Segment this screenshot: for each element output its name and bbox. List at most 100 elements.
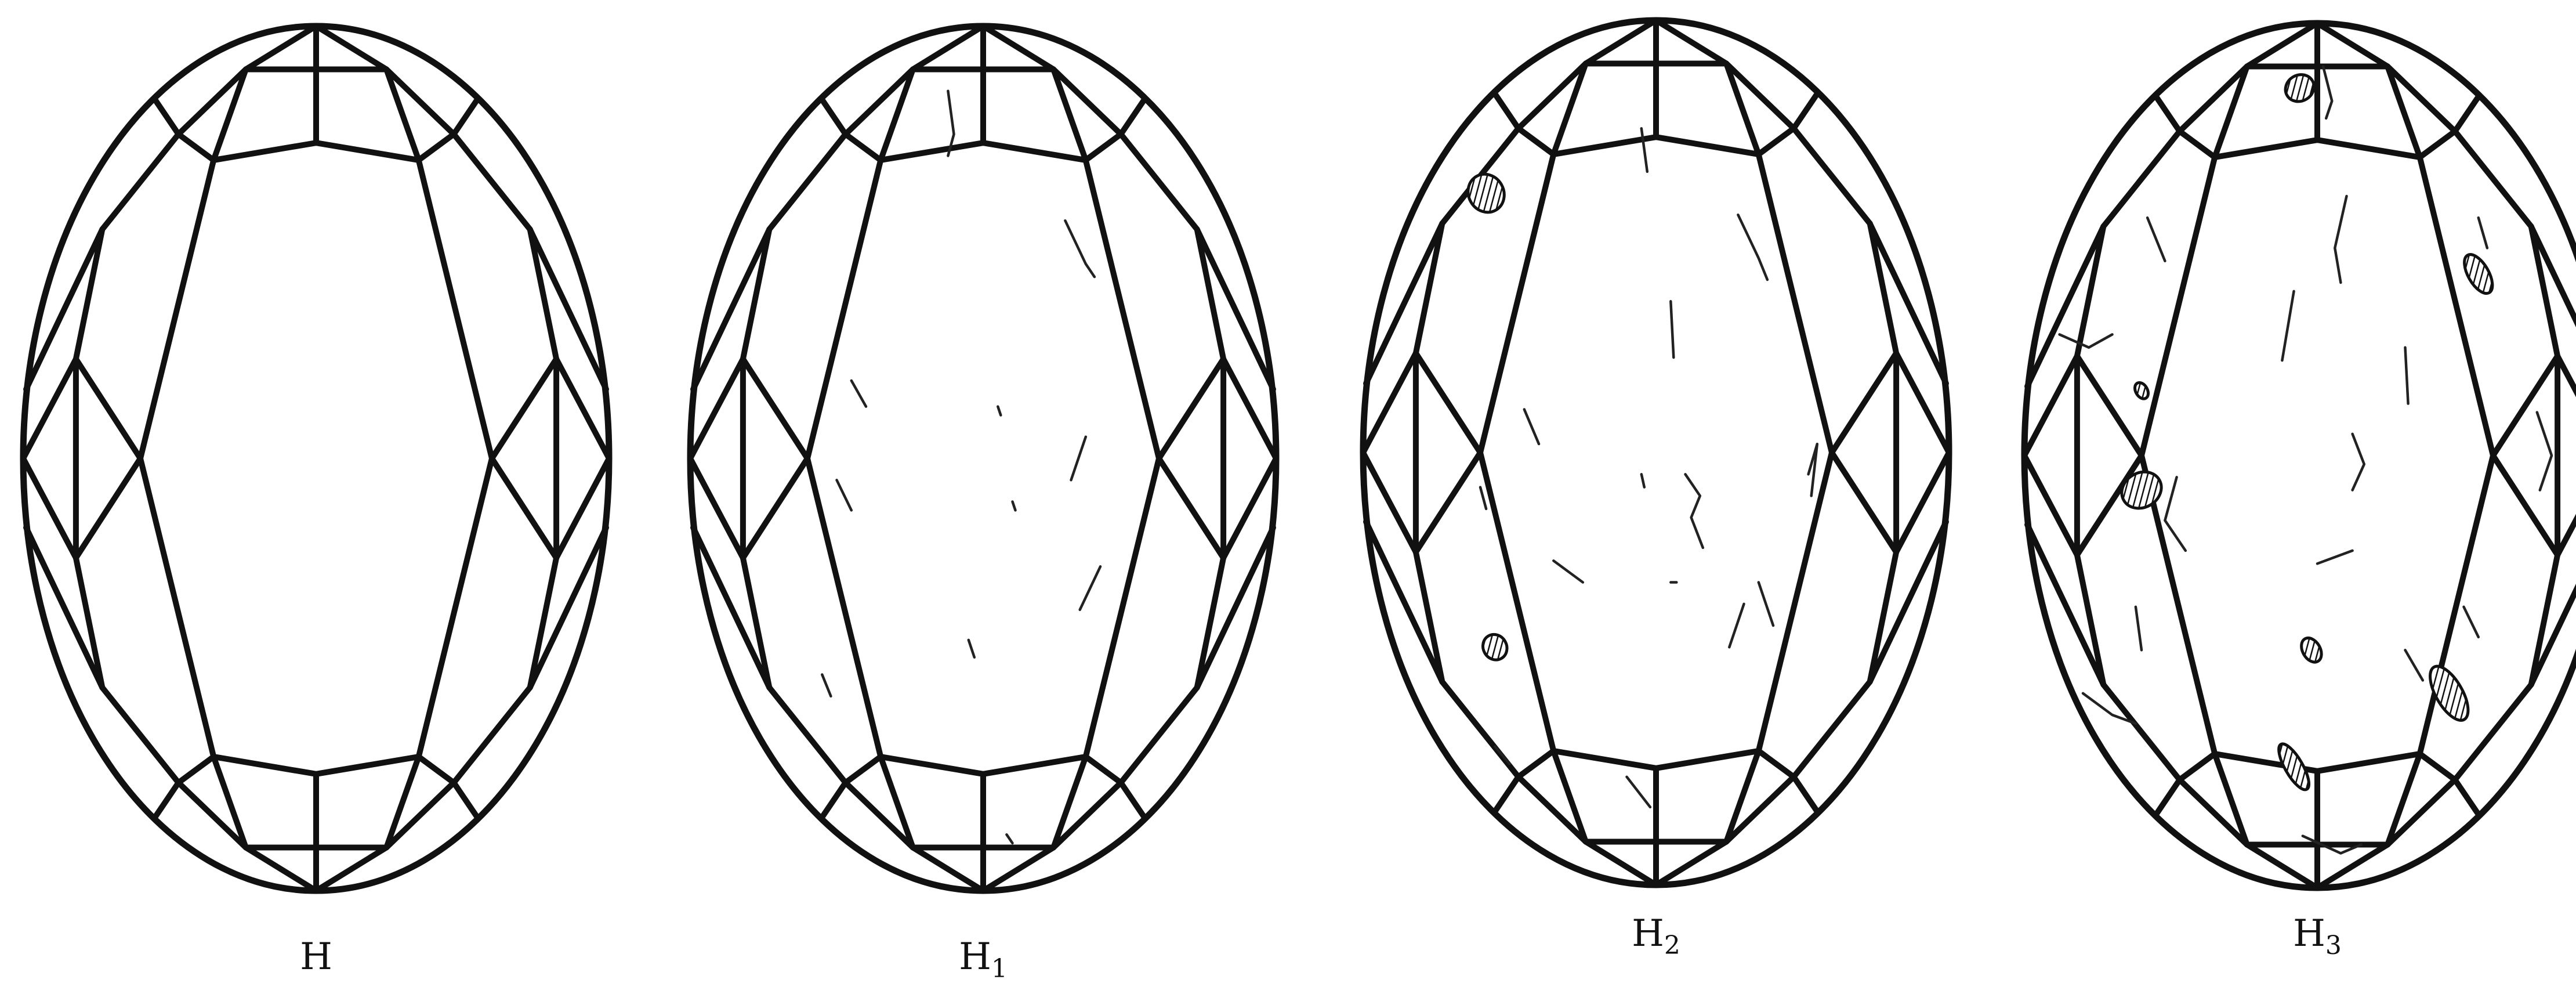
facet-line [1829, 350, 1900, 456]
inclusion-mark [1669, 300, 1675, 359]
facet-line [242, 844, 319, 894]
inclusion-blob [2300, 636, 2323, 664]
girdle-outline [20, 23, 613, 894]
facet-line [527, 555, 560, 691]
facet-line [415, 754, 457, 786]
facet-line [1156, 456, 1227, 561]
facet-line [1550, 748, 1589, 845]
facet-line [2452, 128, 2534, 230]
facet-line [842, 754, 884, 786]
facet-line [2452, 681, 2534, 783]
gem-panel-1: H1 [687, 23, 1280, 983]
facet-line [2452, 776, 2481, 818]
panel-label-subscript: 3 [2325, 931, 2342, 960]
facet-line [1050, 754, 1089, 851]
inclusion-blob [1481, 633, 1509, 662]
inclusion-mark [1737, 213, 1769, 281]
facet-line [1791, 91, 1820, 132]
facet-line [383, 779, 457, 851]
facet-line [313, 844, 390, 894]
facet-line [1723, 60, 1762, 157]
inclusion-mark [967, 638, 976, 659]
girdle-outline [687, 23, 1280, 894]
facet-line [2074, 223, 2107, 359]
inclusion-mark [2351, 432, 2366, 492]
facet-line [2100, 681, 2183, 783]
facet-line [2024, 522, 2107, 688]
facet-line [451, 96, 480, 138]
facet-line [1723, 774, 1797, 845]
facet-line [1867, 519, 1949, 685]
panel-label: H [300, 935, 332, 978]
facet-line [211, 754, 249, 851]
facet-line [99, 131, 182, 233]
facet-line [2314, 20, 2391, 70]
inclusion-mark [1807, 442, 1819, 497]
facet-line [2416, 128, 2458, 160]
inclusion-mark [2334, 194, 2348, 284]
facet-line [2452, 93, 2481, 135]
facet-line [451, 779, 480, 821]
facet-line [175, 779, 249, 851]
facet-line [766, 131, 849, 233]
facet-line [1050, 66, 1089, 163]
facet-line [1867, 221, 1900, 356]
facet-line [2153, 93, 2183, 135]
inclusion-mark [2404, 346, 2410, 405]
inclusion-mark [2321, 65, 2334, 120]
inclusion-blob [2133, 381, 2150, 400]
facet-line [1582, 839, 1659, 888]
inclusion-mark [1640, 127, 1649, 174]
inclusion-mark [1523, 408, 1541, 446]
facet-line [2074, 552, 2107, 688]
facet-line [819, 779, 849, 821]
facet-line [1412, 221, 1445, 356]
facet-line [2021, 453, 2080, 558]
inclusion-mark [821, 673, 832, 698]
facet-line [1118, 131, 1200, 233]
facet-line [175, 131, 217, 163]
facet-line [910, 23, 986, 73]
panel-label: H1 [959, 935, 1008, 983]
facet-line [2385, 776, 2458, 848]
gem-panel-0: H [20, 23, 613, 978]
table-facet [1477, 134, 1835, 771]
inclusion-mark [1728, 602, 1745, 649]
facet-line [2176, 776, 2250, 848]
inclusion-mark [2081, 692, 2137, 725]
facet-line [1363, 519, 1445, 685]
facet-line [1082, 754, 1124, 786]
facet-line [740, 456, 810, 561]
facet-line [489, 356, 560, 461]
inclusion-mark [2462, 605, 2480, 639]
inclusion-mark [997, 405, 1002, 417]
gem-panel-3: H3 [2021, 20, 2576, 960]
panel-label: H3 [2293, 912, 2342, 960]
facet-line [2490, 353, 2561, 458]
facet-line [1723, 748, 1762, 845]
facet-line [2244, 20, 2320, 70]
inclusion-blob [2429, 664, 2470, 722]
inclusion-mark [1684, 473, 1705, 550]
inclusion-mark [1479, 486, 1488, 511]
facet-line [527, 525, 609, 691]
facet-line [2385, 751, 2423, 848]
facet-line [527, 226, 609, 392]
inclusion-mark [1011, 500, 1017, 512]
panel-label-subscript: 1 [991, 954, 1008, 983]
inclusion-mark [2281, 290, 2295, 362]
facet-line [1412, 350, 1483, 456]
facet-line [23, 226, 106, 392]
facet-line [2528, 223, 2561, 359]
facet-line [1893, 450, 1952, 555]
facet-line [1515, 774, 1589, 845]
facet-line [1412, 549, 1445, 685]
inclusion-mark [1757, 581, 1775, 627]
facet-line [690, 226, 773, 392]
inclusion-blob [1466, 172, 1506, 214]
facet-line [2528, 552, 2561, 688]
facet-line [1220, 456, 1279, 561]
facet-line [20, 456, 79, 561]
facet-line [527, 226, 560, 362]
facet-line [1412, 450, 1483, 555]
